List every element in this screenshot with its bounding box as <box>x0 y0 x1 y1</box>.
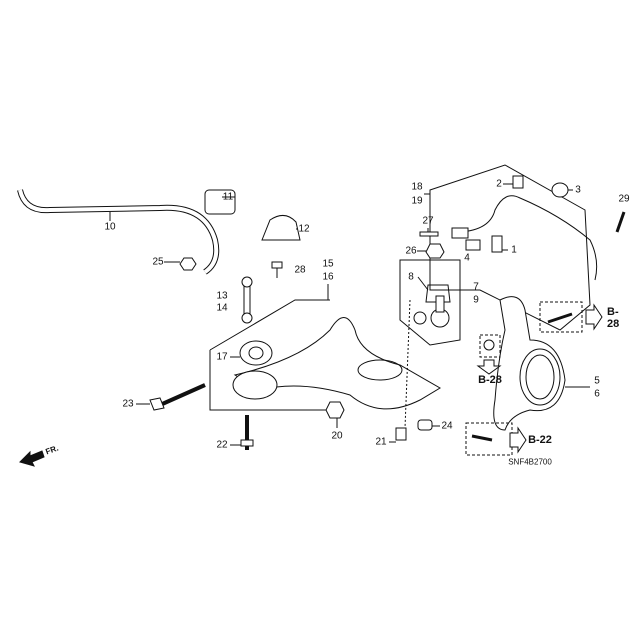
bushing-holder <box>261 215 301 241</box>
stabilizer-bushing <box>204 189 236 215</box>
ball-joint-group-outline <box>399 259 461 346</box>
part-label-10: 10 <box>104 221 116 233</box>
part-label-14: 14 <box>216 302 228 314</box>
part-label-22: 22 <box>216 439 228 451</box>
lower-arm-group-outline <box>209 299 330 411</box>
part-label-23: 23 <box>122 398 134 410</box>
bolt-box-b28 <box>539 301 583 333</box>
part-label-1: 1 <box>511 244 517 256</box>
part-label-26: 26 <box>405 245 417 257</box>
grommet-3 <box>551 182 569 198</box>
bolt-23 <box>159 383 206 407</box>
front-arrow-icon <box>19 450 45 467</box>
clip-27 <box>419 231 439 237</box>
sensor-group-outline <box>429 164 591 331</box>
part-label-12: 12 <box>298 223 310 235</box>
nut-24 <box>417 419 433 431</box>
part-label-17: 17 <box>216 351 228 363</box>
part-label-24: 24 <box>441 420 453 432</box>
wheel-speed-sensor <box>459 195 598 281</box>
part-label-13: 13 <box>216 290 228 302</box>
part-label-7: 7 <box>473 281 479 293</box>
bushing-17 <box>239 340 273 366</box>
arrow-b28-right <box>585 303 603 331</box>
part-label-19: 19 <box>411 195 423 207</box>
part-label-29: 29 <box>618 193 630 205</box>
clip-4 <box>465 239 481 251</box>
part-label-9: 9 <box>473 294 479 306</box>
part-label-6: 6 <box>594 388 600 400</box>
arrow-b28-down <box>476 359 502 375</box>
ref-b28-bolt[interactable]: B-28 <box>607 306 620 330</box>
bolt-21 <box>395 427 407 441</box>
part-label-21: 21 <box>375 436 387 448</box>
part-label-28: 28 <box>294 264 306 276</box>
nut-20 <box>325 401 345 419</box>
bolt-29 <box>615 211 626 233</box>
ref-b22-bolt[interactable]: B-22 <box>528 434 552 446</box>
compliance-bushing <box>232 370 278 400</box>
part-label-8: 8 <box>408 271 414 283</box>
part-label-18: 18 <box>411 181 423 193</box>
part-label-27: 27 <box>422 215 434 227</box>
arrow-b22-right <box>509 426 527 454</box>
nut-26 <box>425 243 445 259</box>
part-label-11: 11 <box>222 191 234 203</box>
clip-1 <box>491 235 503 253</box>
nut-25 <box>179 257 197 271</box>
part-label-5: 5 <box>594 375 600 387</box>
clip-2 <box>512 175 524 189</box>
part-label-2: 2 <box>496 178 502 190</box>
part-label-3: 3 <box>575 184 581 196</box>
part-label-4: 4 <box>464 252 470 264</box>
part-label-20: 20 <box>331 430 343 442</box>
ref-b28-nut[interactable]: B-28 <box>478 374 502 386</box>
part-label-16: 16 <box>322 271 334 283</box>
part-label-15: 15 <box>322 258 334 270</box>
part-label-25: 25 <box>152 256 164 268</box>
bolt-28 <box>271 261 283 269</box>
lower-arm <box>233 317 441 410</box>
nut-box-b28 <box>479 334 501 358</box>
diagram-code: SNF4B2700 <box>508 457 552 467</box>
